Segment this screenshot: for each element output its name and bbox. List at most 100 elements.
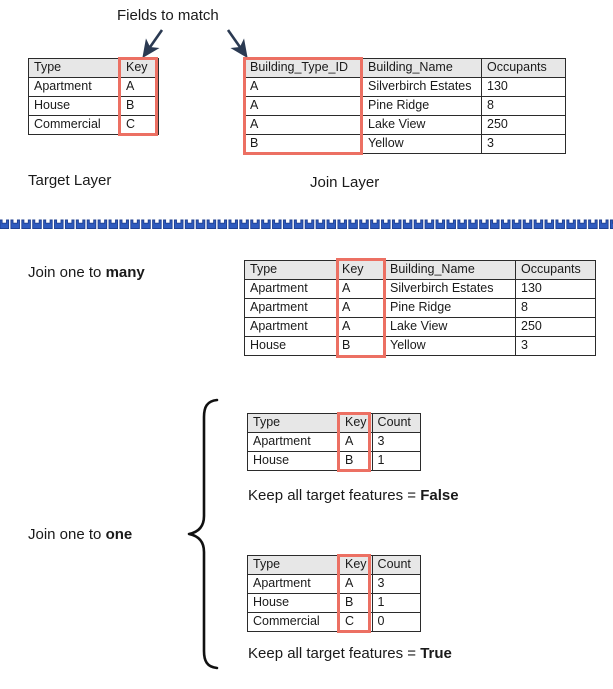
cell-count: 1 — [371, 593, 421, 613]
curly-brace-icon — [187, 398, 219, 670]
dashed-divider-icon — [0, 219, 613, 230]
cell-occupants: 3 — [481, 134, 566, 154]
cell-building-name: Yellow — [384, 336, 516, 356]
cell-building-name: Silverbirch Estates — [362, 77, 482, 97]
table-row: House B 1 — [247, 593, 421, 613]
table-header-row: Building_Type_ID Building_Name Occupants — [244, 58, 566, 78]
join-layer-table-wrapper: Building_Type_ID Building_Name Occupants… — [244, 58, 566, 154]
arrow-down-right-icon — [226, 29, 248, 59]
table-row: Apartment A Silverbirch Estates 130 — [244, 279, 596, 299]
cell-key: B — [336, 336, 385, 356]
column-header-building-name: Building_Name — [362, 58, 482, 78]
table-row: A Lake View 250 — [244, 115, 566, 135]
cell-occupants: 3 — [515, 336, 596, 356]
one-to-one-false-table: Type Key Count Apartment A 3 House B 1 — [247, 413, 421, 471]
table-header-row: Type Key — [28, 58, 159, 78]
fields-to-match-label: Fields to match — [117, 7, 219, 24]
join-one-to-many-label: Join one to many — [28, 264, 145, 282]
cell-building-type-id: B — [244, 134, 363, 154]
cell-type: House — [247, 593, 340, 613]
cell-building-type-id: A — [244, 96, 363, 116]
cell-building-name: Yellow — [362, 134, 482, 154]
column-header-key: Key — [339, 413, 373, 433]
keep-all-false-prefix: Keep all target features = — [248, 487, 421, 504]
target-layer-table: Type Key Apartment A House B Commercial … — [28, 58, 159, 135]
cell-building-name: Silverbirch Estates — [384, 279, 516, 299]
join-layer-label: Join Layer — [310, 174, 380, 191]
cell-type: Apartment — [244, 317, 337, 337]
one-to-one-true-table-wrapper: Type Key Count Apartment A 3 House B 1 C… — [247, 555, 421, 632]
cell-type: Apartment — [247, 432, 340, 452]
column-header-type: Type — [28, 58, 121, 78]
cell-type: Apartment — [244, 279, 337, 299]
column-header-type: Type — [247, 413, 340, 433]
target-layer-table-wrapper: Type Key Apartment A House B Commercial … — [28, 58, 159, 135]
table-row: Apartment A Pine Ridge 8 — [244, 298, 596, 318]
cell-type: House — [28, 96, 121, 116]
cell-type: House — [247, 451, 340, 471]
table-header-row: Type Key Count — [247, 413, 421, 433]
table-row: Apartment A — [28, 77, 159, 97]
keep-all-true-prefix: Keep all target features = — [248, 645, 421, 662]
table-row: Apartment A 3 — [247, 574, 421, 594]
cell-building-type-id: A — [244, 115, 363, 135]
table-row: A Silverbirch Estates 130 — [244, 77, 566, 97]
column-header-count: Count — [371, 413, 421, 433]
cell-key: A — [339, 574, 373, 594]
column-header-occupants: Occupants — [481, 58, 566, 78]
cell-key: A — [336, 279, 385, 299]
cell-key: A — [339, 432, 373, 452]
column-header-count: Count — [371, 555, 421, 575]
column-header-key: Key — [120, 58, 159, 78]
join-one-to-many-emphasis: many — [105, 264, 145, 281]
table-row: House B Yellow 3 — [244, 336, 596, 356]
column-header-building-name: Building_Name — [384, 260, 516, 280]
cell-occupants: 8 — [481, 96, 566, 116]
cell-key: B — [120, 96, 159, 116]
cell-count: 3 — [371, 432, 421, 452]
column-header-building-type-id: Building_Type_ID — [244, 58, 363, 78]
join-one-to-many-prefix: Join one to — [28, 264, 106, 281]
join-one-to-one-prefix: Join one to — [28, 526, 106, 543]
arrow-down-left-icon — [142, 29, 164, 59]
cell-key: B — [339, 593, 373, 613]
table-row: B Yellow 3 — [244, 134, 566, 154]
cell-key: B — [339, 451, 373, 471]
cell-key: C — [120, 115, 159, 135]
keep-all-false-label: Keep all target features = False — [248, 487, 459, 505]
table-row: House B — [28, 96, 159, 116]
cell-building-name: Lake View — [384, 317, 516, 337]
cell-type: Apartment — [247, 574, 340, 594]
cell-type: House — [244, 336, 337, 356]
cell-occupants: 250 — [515, 317, 596, 337]
cell-building-name: Pine Ridge — [362, 96, 482, 116]
target-layer-label: Target Layer — [28, 172, 112, 189]
cell-type: Apartment — [244, 298, 337, 318]
cell-building-name: Lake View — [362, 115, 482, 135]
cell-count: 3 — [371, 574, 421, 594]
cell-type: Commercial — [247, 612, 340, 632]
cell-building-type-id: A — [244, 77, 363, 97]
one-to-one-true-table: Type Key Count Apartment A 3 House B 1 C… — [247, 555, 421, 632]
column-header-key: Key — [336, 260, 385, 280]
column-header-type: Type — [244, 260, 337, 280]
cell-key: C — [339, 612, 373, 632]
cell-count: 1 — [371, 451, 421, 471]
table-row: Commercial C — [28, 115, 159, 135]
column-header-key: Key — [339, 555, 373, 575]
cell-count: 0 — [371, 612, 421, 632]
column-header-occupants: Occupants — [515, 260, 596, 280]
one-to-one-false-table-wrapper: Type Key Count Apartment A 3 House B 1 — [247, 413, 421, 471]
column-header-type: Type — [247, 555, 340, 575]
cell-occupants: 130 — [515, 279, 596, 299]
keep-all-false-value: False — [420, 487, 459, 504]
table-header-row: Type Key Building_Name Occupants — [244, 260, 596, 280]
table-row: Commercial C 0 — [247, 612, 421, 632]
join-one-to-one-label: Join one to one — [28, 526, 132, 544]
one-to-many-result-table-wrapper: Type Key Building_Name Occupants Apartme… — [244, 260, 596, 356]
cell-building-name: Pine Ridge — [384, 298, 516, 318]
keep-all-true-value: True — [420, 645, 452, 662]
table-row: Apartment A Lake View 250 — [244, 317, 596, 337]
cell-key: A — [336, 298, 385, 318]
table-row: House B 1 — [247, 451, 421, 471]
